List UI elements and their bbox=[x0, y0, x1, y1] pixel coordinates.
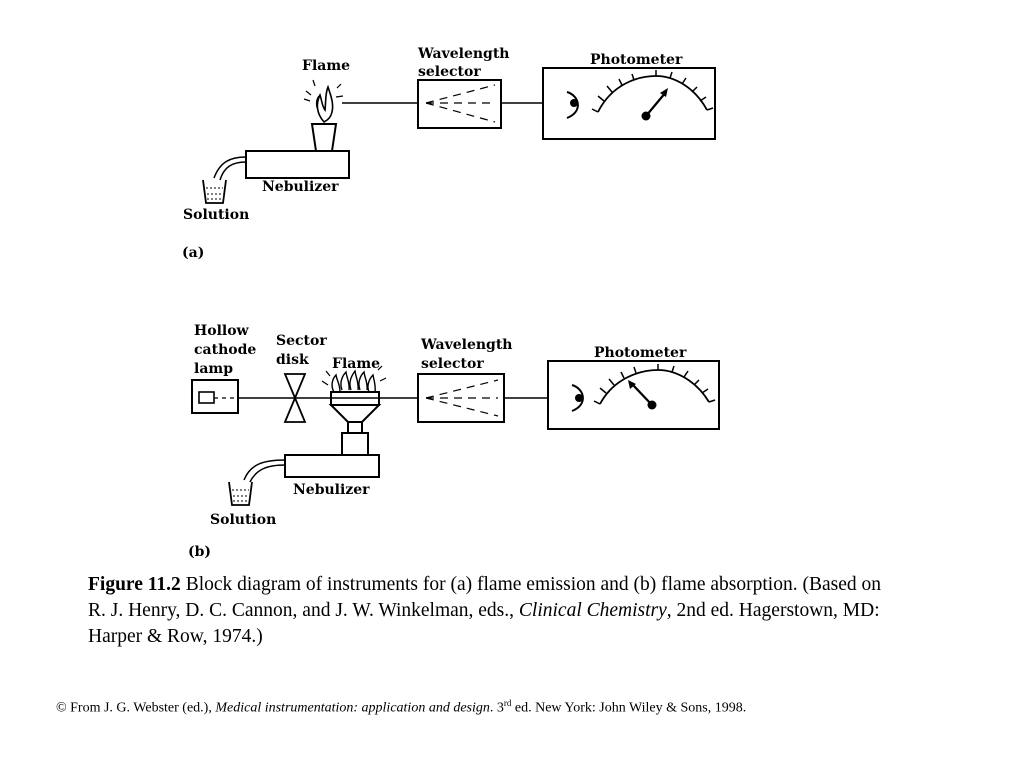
sector-disk-label-2: disk bbox=[276, 352, 309, 368]
sector-disk bbox=[283, 373, 307, 423]
photometer-label-b: Photometer bbox=[594, 345, 687, 361]
wavelength-selector-label-b-2: selector bbox=[421, 356, 484, 372]
sector-disk-label-1: Sector bbox=[276, 333, 327, 349]
lamp-label-2: cathode bbox=[194, 342, 256, 358]
panel-a-label: (a) bbox=[182, 245, 204, 261]
source-credit: © From J. G. Webster (ed.), Medical inst… bbox=[56, 698, 956, 717]
caption-text-1: Block diagram of instruments for (a) fla… bbox=[88, 574, 882, 621]
wavelength-selector-label-a-2: selector bbox=[418, 64, 481, 80]
nebulizer-label-b: Nebulizer bbox=[293, 482, 370, 498]
nebulizer-label-a: Nebulizer bbox=[262, 179, 339, 195]
wavelength-selector-label-a-1: Wavelength bbox=[417, 46, 509, 62]
caption-italic-1: Clinical Chemistry bbox=[518, 600, 667, 621]
wavelength-selector-a bbox=[417, 79, 502, 129]
solution-beaker-b bbox=[228, 481, 253, 506]
panel-b-label: (b) bbox=[188, 544, 211, 560]
credit-text-1: © From J. G. Webster (ed.), bbox=[56, 700, 216, 716]
flame-burner-a bbox=[303, 79, 344, 152]
nebulizer-a bbox=[245, 150, 350, 179]
flame-label-b: Flame bbox=[332, 356, 380, 372]
solution-beaker-a bbox=[202, 179, 227, 204]
figure-caption: Figure 11.2 Block diagram of instruments… bbox=[88, 572, 888, 650]
panel-b: Hollow cathode lamp Sector disk Flame bbox=[188, 323, 720, 560]
nebulizer-b bbox=[284, 454, 380, 478]
flame-burner-b bbox=[321, 365, 387, 456]
panel-a: Flame Nebulizer Solution Wavelen bbox=[182, 46, 716, 261]
lamp-label-1: Hollow bbox=[194, 323, 250, 339]
credit-text-3: ed. New York: John Wiley & Sons, 1998. bbox=[511, 700, 747, 716]
instrument-diagram: Flame Nebulizer Solution Wavelen bbox=[164, 36, 736, 570]
photometer-a bbox=[542, 67, 716, 140]
hollow-cathode-lamp bbox=[191, 379, 239, 414]
lamp-label-3: lamp bbox=[194, 361, 233, 377]
figure-number: Figure 11.2 bbox=[88, 574, 181, 595]
credit-book-title: Medical instrumentation: application and… bbox=[215, 700, 490, 716]
caption-text-2: , 2nd ed. Hagerstown, MD: Harper & Row, … bbox=[88, 600, 880, 647]
photometer-b bbox=[547, 360, 720, 430]
flame-label-a: Flame bbox=[302, 58, 350, 74]
credit-edition-sup: rd bbox=[503, 698, 512, 708]
wavelength-selector-label-b-1: Wavelength bbox=[420, 337, 512, 353]
wavelength-selector-b bbox=[417, 373, 505, 423]
credit-text-2: . 3 bbox=[489, 700, 504, 716]
solution-label-a: Solution bbox=[183, 207, 249, 223]
solution-label-b: Solution bbox=[210, 512, 276, 528]
photometer-label-a: Photometer bbox=[590, 52, 683, 68]
